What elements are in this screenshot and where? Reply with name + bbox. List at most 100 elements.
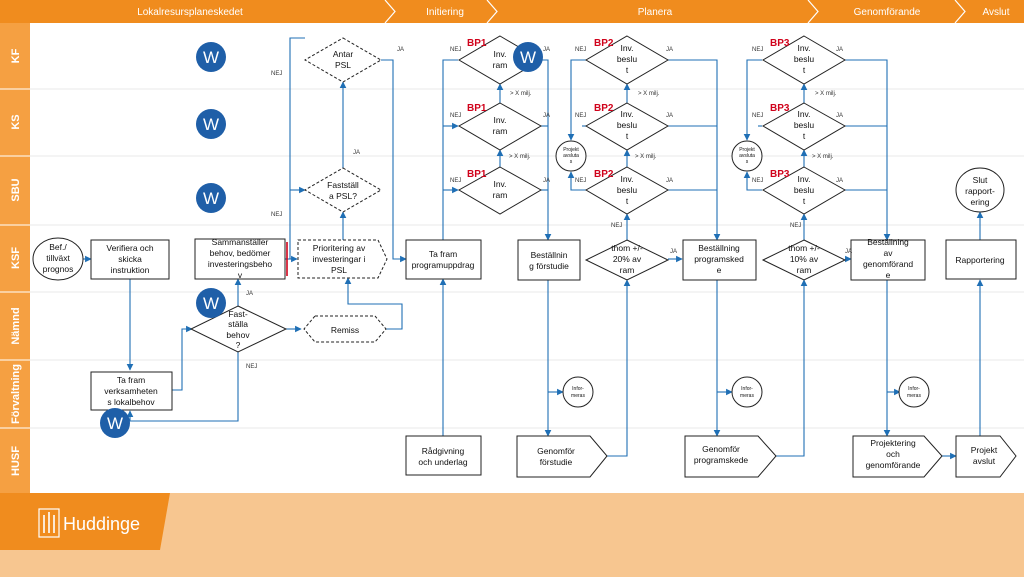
svg-text:> X milj.: > X milj. xyxy=(510,91,532,97)
svg-text:W: W xyxy=(203,115,219,134)
bp1-sbu: BP1 xyxy=(467,169,487,180)
bp2-sbu: BP2 xyxy=(594,169,614,180)
remiss-box: Remiss xyxy=(331,325,359,335)
svg-text:JA: JA xyxy=(353,150,360,156)
bp3-sbu: BP3 xyxy=(770,169,790,180)
phase-initiering: Initiering xyxy=(426,7,464,18)
word-icon: W xyxy=(513,42,543,72)
svg-text:> X milj.: > X milj. xyxy=(815,91,837,97)
w-icons: W W W W W W xyxy=(100,42,543,438)
inv-ram-ks: Inv.ram xyxy=(493,115,508,136)
lane-husf: HUSF xyxy=(10,446,22,476)
svg-text:W: W xyxy=(203,48,219,67)
lane-kf: KF xyxy=(10,48,22,63)
phase-planera: Planera xyxy=(638,7,673,18)
svg-text:W: W xyxy=(107,414,123,433)
lane-headers: KF KS SBU KSF Nämnd Förvaltning HUSF xyxy=(0,23,30,493)
word-icon: W xyxy=(196,183,226,213)
decision-labels: JA NEJ JA NEJ JA NEJ NEJ NEJ NEJ JA JA J… xyxy=(246,47,852,370)
svg-text:JA: JA xyxy=(845,249,852,255)
svg-text:NEJ: NEJ xyxy=(752,47,763,53)
inv-ram-sbu: Inv.ram xyxy=(493,179,508,200)
shapes xyxy=(32,35,1017,478)
informeras-2: Infor-meras xyxy=(740,386,754,399)
rapportering-box: Rapportering xyxy=(955,255,1004,265)
svg-text:> X milj.: > X milj. xyxy=(812,154,834,160)
svg-text:NEJ: NEJ xyxy=(752,113,763,119)
svg-text:JA: JA xyxy=(397,47,404,53)
svg-text:> X milj.: > X milj. xyxy=(638,91,660,97)
lane-separators xyxy=(30,88,1024,429)
svg-text:JA: JA xyxy=(666,113,673,119)
svg-text:NEJ: NEJ xyxy=(450,47,461,53)
inv-ram-kf: Inv.ram xyxy=(493,49,508,70)
phase-avslut: Avslut xyxy=(982,7,1009,18)
lane-forvaltning: Förvaltning xyxy=(10,364,22,424)
lane-ksf: KSF xyxy=(10,247,22,269)
phase-lokalresursplaneskedet: Lokalresursplaneskedet xyxy=(137,7,243,18)
bp-labels: BP1 BP1 BP1 BP2 BP2 BP2 BP3 BP3 BP3 xyxy=(467,38,790,180)
svg-text:NEJ: NEJ xyxy=(611,223,622,229)
svg-text:NEJ: NEJ xyxy=(575,178,586,184)
svg-text:W: W xyxy=(203,294,219,313)
svg-text:JA: JA xyxy=(543,113,550,119)
svg-text:NEJ: NEJ xyxy=(790,223,801,229)
bp2-ks: BP2 xyxy=(594,103,614,114)
svg-text:JA: JA xyxy=(246,291,253,297)
word-icon: W xyxy=(196,288,226,318)
svg-text:> X milj.: > X milj. xyxy=(509,154,531,160)
svg-text:JA: JA xyxy=(836,178,843,184)
bp3-kf: BP3 xyxy=(770,38,790,49)
informeras-1: Infor-meras xyxy=(571,386,585,399)
bp1-kf: BP1 xyxy=(467,38,487,49)
svg-text:NEJ: NEJ xyxy=(752,178,763,184)
svg-text:JA: JA xyxy=(836,47,843,53)
svg-text:NEJ: NEJ xyxy=(246,364,257,370)
svg-text:NEJ: NEJ xyxy=(575,113,586,119)
phase-header: Lokalresursplaneskedet Initiering Planer… xyxy=(0,0,1024,24)
lane-sbu: SBU xyxy=(10,178,22,201)
svg-text:> X milj.: > X milj. xyxy=(635,154,657,160)
svg-text:JA: JA xyxy=(666,178,673,184)
informeras-3: Infor-meras xyxy=(907,386,921,399)
svg-text:JA: JA xyxy=(670,249,677,255)
bp1-ks: BP1 xyxy=(467,103,487,114)
bp3-ks: BP3 xyxy=(770,103,790,114)
svg-text:JA: JA xyxy=(543,178,550,184)
bp2-kf: BP2 xyxy=(594,38,614,49)
svg-text:NEJ: NEJ xyxy=(450,178,461,184)
word-icon: W xyxy=(100,408,130,438)
svg-text:NEJ: NEJ xyxy=(271,71,282,77)
footer: Huddinge xyxy=(0,493,1024,577)
phase-genomforande: Genomförande xyxy=(854,7,921,18)
svg-text:NEJ: NEJ xyxy=(450,113,461,119)
svg-text:NEJ: NEJ xyxy=(271,212,282,218)
svg-text:NEJ: NEJ xyxy=(575,47,586,53)
huddinge-logo: Huddinge xyxy=(38,508,140,538)
